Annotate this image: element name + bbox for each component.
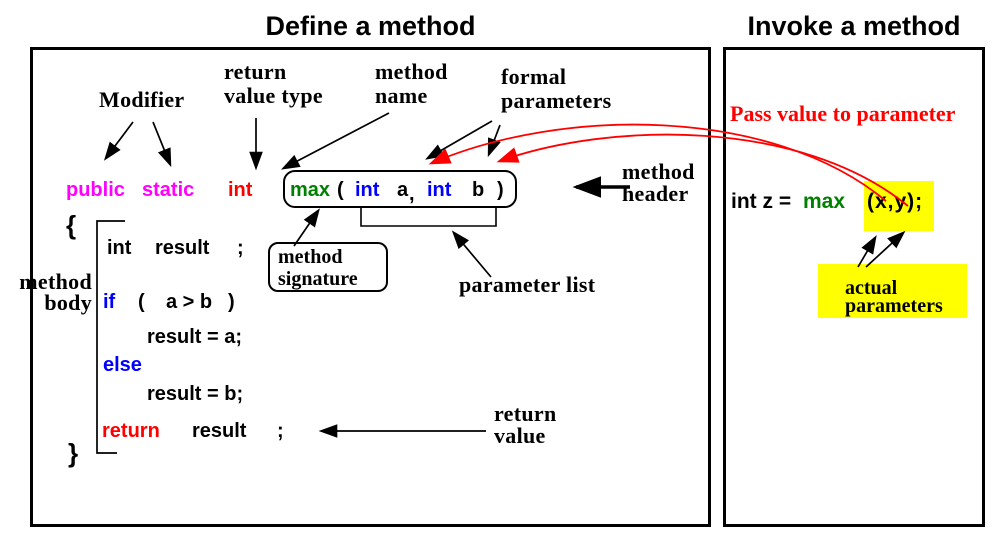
invoke-title: Invoke a method [747,11,961,41]
label-line: method [375,59,448,84]
return-value-label: return value [494,403,557,447]
param1-name-token: a [397,179,409,201]
actual-parameters-highlight [818,264,967,318]
label-line: parameters [501,88,612,113]
return-semi: ; [277,420,284,442]
if-condition: a > b [166,291,213,313]
label-line: formal [501,64,567,89]
return-type-token: int [228,179,253,201]
else-statement: result = b; [147,383,244,405]
param2-type-token: int [427,179,452,201]
label-line: name [375,83,428,108]
modifier-public: public [66,179,125,201]
define-panel-box [30,47,711,527]
pass-value-label: Pass value to parameter [730,101,956,126]
param2-name-token: b [472,179,485,201]
method-name-token: max [290,179,331,201]
actual-parameters-label: actual parameters [845,277,943,317]
label-line: value [494,423,546,448]
invoke-args: (x,y); [867,190,924,213]
comma-token: , [409,183,415,205]
label-line: header [622,181,689,206]
close-paren-token: ) [497,179,504,201]
invoke-method-name: max [803,190,846,213]
label-line: method [278,246,343,268]
modifier-static: static [142,179,195,201]
open-paren-token: ( [337,179,344,201]
label-line: parameters [845,295,943,317]
define-title: Define a method [265,11,476,41]
if-open-paren: ( [138,291,145,313]
label-line: actual [845,277,898,299]
label-line: method [622,159,695,184]
return-expression: result [192,420,247,442]
label-line: return [494,401,557,426]
if-keyword: if [103,291,116,313]
parameter-list-label: parameter list [459,272,596,297]
else-keyword: else [103,354,142,376]
open-brace: { [66,210,77,240]
label-line: body [44,290,92,315]
label-line: method [19,269,92,294]
decl-type: int [107,237,132,259]
method-signature-label: method signature [268,242,388,292]
param1-type-token: int [355,179,380,201]
invoke-panel-box [723,47,985,527]
return-value-type-label: return value type [224,60,323,108]
close-brace: } [68,438,79,468]
return-keyword: return [102,420,160,442]
decl-semi: ; [237,237,244,259]
decl-name: result [155,237,210,259]
if-close-paren: ) [228,291,235,313]
formal-parameters-label: formal parameters [501,65,612,113]
modifier-label: Modifier [99,87,185,112]
method-header-label: method header [622,161,695,205]
label-line: value type [224,83,323,108]
label-line: signature [278,268,358,290]
method-name-label: method name [375,60,448,108]
invoke-lhs: int z = [731,190,792,213]
then-statement: result = a; [147,326,243,348]
label-line: return [224,59,287,84]
method-body-label: method body [12,269,92,315]
